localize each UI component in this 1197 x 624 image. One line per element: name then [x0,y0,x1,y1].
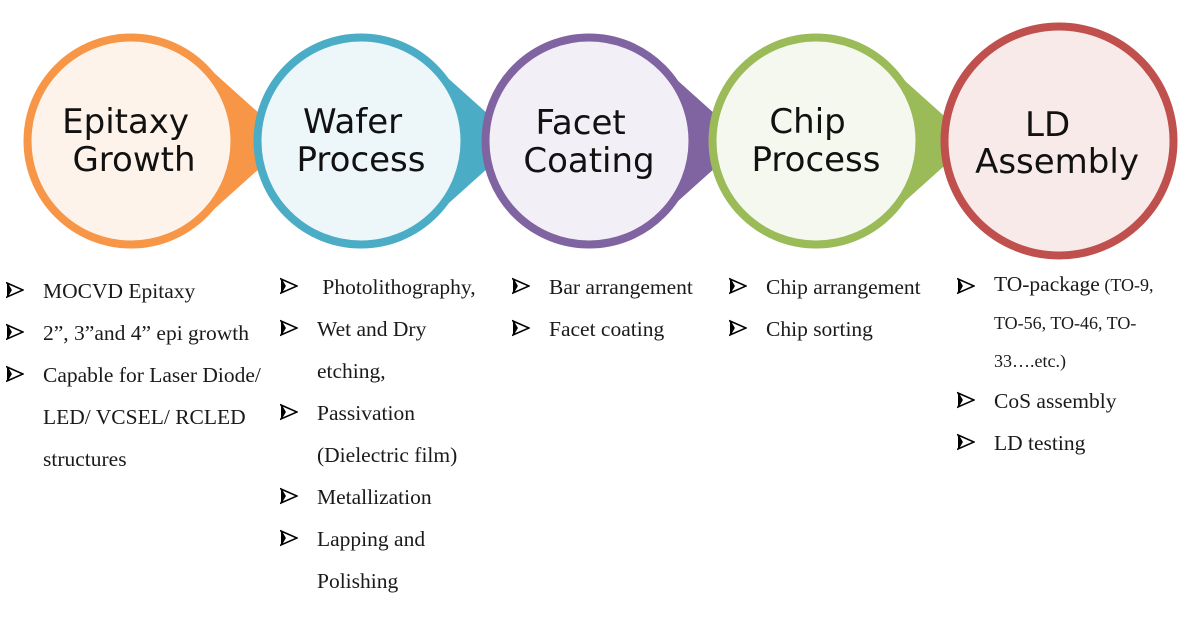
list-item: MOCVD Epitaxy [6,270,274,312]
list-item: LD testing [957,422,1185,464]
list-item: Wet and Dry etching, [280,308,498,392]
arrow-bullet-icon [512,277,530,295]
arrow-bullet-icon [280,319,298,337]
list-item: Metallization [280,476,498,518]
arrow-bullet-icon [280,529,298,547]
stage-5-title-line-1: LD [1025,105,1070,145]
stage-chip-process: Chip Process [708,33,972,249]
stage-5-title-line-2: Assembly [975,142,1139,182]
stage-ld-assembly: LD Assembly [940,22,1178,260]
list-item: CoS assembly [957,380,1185,422]
stage-2-circle [253,33,469,249]
stage-1-title-line-2: Growth [72,140,195,180]
arrow-bullet-icon [957,277,975,295]
stage-2-arrow-pointer [430,62,518,220]
list-item: TO-package (TO-9, TO-56, TO-46, TO-33….e… [957,266,1185,380]
list-item: Facet coating [512,308,724,350]
list-item: Lapping and Polishing [280,518,498,602]
arrow-bullet-icon [957,433,975,451]
stage-1-arrow-pointer [202,62,290,220]
stage-5-circle [940,22,1178,260]
bullet-text: CoS assembly [994,389,1117,413]
stage-1-circle [23,33,239,249]
bullet-text: Wet and Dry etching, [317,317,427,383]
arrow-bullet-icon [280,487,298,505]
stage-3-circle [481,33,697,249]
bullet-text: Chip sorting [766,317,873,341]
list-item: Chip arrangement [729,266,949,308]
bullet-text: Passivation (Dielectric film) [317,401,458,467]
arrow-bullet-icon [6,365,24,383]
stage-1-title-line-1: Epitaxy [62,102,189,142]
stage-2-title-line-1: Wafer [303,102,402,142]
arrow-bullet-icon [6,281,24,299]
bullet-note: (TO-9, TO-56, TO-46, TO-33….etc.) [994,275,1154,371]
stage-3-title-line-2: Coating [523,141,654,181]
stage-4-title-line-1: Chip [769,102,845,142]
stage-4-bullet-list: Chip arrangement Chip sorting [729,266,949,350]
list-item: Passivation (Dielectric film) [280,392,498,476]
process-flow-diagram: Epitaxy Growth Wafer Process Facet Coati… [23,22,1178,260]
list-item: Bar arrangement [512,266,724,308]
svg-text:Chip Process: Chip Process [752,102,881,180]
list-item: Chip sorting [729,308,949,350]
bullet-text: Photolithography, [317,275,476,299]
bullet-text: Bar arrangement [549,275,693,299]
stage-facet-coating: Facet Coating [481,33,745,249]
bullet-text: LD testing [994,431,1086,455]
arrow-bullet-icon [280,403,298,421]
arrow-bullet-icon [6,323,24,341]
stage-4-title-line-2: Process [752,140,881,180]
bullet-text: Metallization [317,485,432,509]
stage-3-arrow-pointer [657,62,745,220]
list-item: Capable for Laser Diode/ LED/ VCSEL/ RCL… [6,354,274,480]
stage-wafer-process: Wafer Process [253,33,518,249]
list-item: 2”, 3”and 4” epi growth [6,312,274,354]
arrow-bullet-icon [729,277,747,295]
stage-5-bullet-list: TO-package (TO-9, TO-56, TO-46, TO-33….e… [957,266,1185,464]
stage-1-bullet-list: MOCVD Epitaxy 2”, 3”and 4” epi growth Ca… [6,270,274,480]
bullet-text: Capable for Laser Diode/ LED/ VCSEL/ RCL… [43,363,261,471]
bullet-text: Facet coating [549,317,665,341]
bullet-text: Chip arrangement [766,275,921,299]
stage-2-bullet-list: Photolithography, Wet and Dry etching, P… [280,266,498,602]
bullet-text: 2”, 3”and 4” epi growth [43,321,249,345]
svg-text:Facet Coating: Facet Coating [523,103,654,181]
arrow-bullet-icon [729,319,747,337]
svg-text:Epitaxy Growth: Epitaxy Growth [62,102,200,180]
bullet-text: MOCVD Epitaxy [43,279,196,303]
arrow-bullet-icon [957,391,975,409]
stage-4-arrow-pointer [884,62,972,220]
arrow-bullet-icon [512,319,530,337]
stage-epitaxy-growth: Epitaxy Growth [23,33,290,249]
arrow-bullet-icon [280,277,298,295]
stage-3-bullet-list: Bar arrangement Facet coating [512,266,724,350]
svg-text:LD Assembly: LD Assembly [975,105,1139,182]
svg-text:Wafer Process: Wafer Process [297,102,426,180]
bullet-text: TO-package [994,272,1100,296]
stage-2-title-line-2: Process [297,140,426,180]
list-item: Photolithography, [280,266,498,308]
stage-3-title-line-1: Facet [535,103,625,143]
bullet-text: Lapping and Polishing [317,527,426,593]
stage-4-circle [708,33,924,249]
